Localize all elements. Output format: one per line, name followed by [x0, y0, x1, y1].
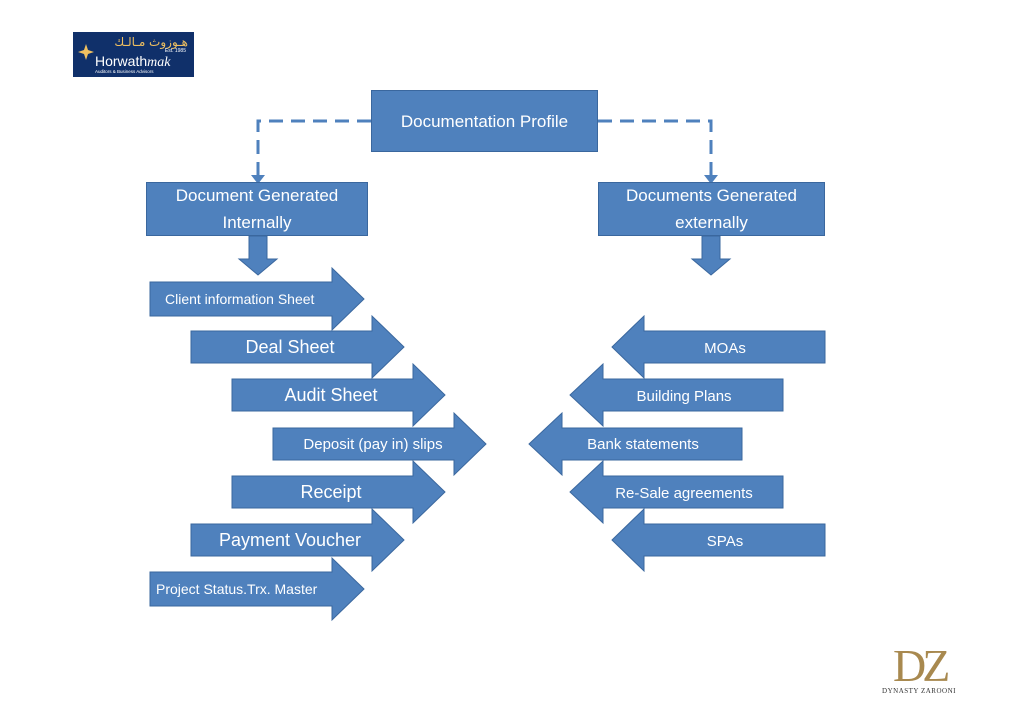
dz-wordmark: DYNASTY ZAROONI: [882, 687, 956, 695]
arrow-spas: [611, 507, 826, 573]
label-receipt: Receipt: [300, 482, 361, 502]
arrow-receipt: [231, 459, 446, 525]
arrow-bank-statements: [528, 411, 743, 477]
arrow-payment-voucher: [190, 507, 405, 573]
connector-arrowhead-external: [704, 175, 718, 184]
label-deal-sheet: Deal Sheet: [245, 337, 334, 357]
arrow-building-plans: [569, 362, 784, 428]
root-node-label: Documentation Profile: [400, 111, 569, 131]
arrow-deal-sheet: [190, 314, 405, 380]
logo-name: Horwathmak: [95, 53, 170, 71]
dz-monogram: DZ: [893, 640, 950, 691]
connector-root-to-internal: [256, 119, 371, 178]
internal-node-line2: Internally: [222, 213, 292, 232]
internal-node-line1: Document Generated: [175, 186, 339, 205]
label-building-plans: Building Plans: [636, 388, 731, 405]
logo-name-main: Horwath: [95, 53, 148, 69]
label-resale-agreements: Re-Sale agreements: [615, 485, 753, 502]
label-spas: SPAs: [707, 533, 743, 550]
arrow-resale-agreements: [569, 459, 784, 525]
label-payment-voucher: Payment Voucher: [219, 530, 361, 550]
star-icon: [78, 44, 94, 60]
connector-arrowhead-internal: [251, 175, 265, 184]
logo-subtitle: Auditors & Business Advisors: [95, 69, 154, 74]
external-documents-node: Documents Generated externally: [598, 182, 825, 236]
arrow-project-status: [149, 556, 365, 622]
logo-name-suffix: mak: [147, 55, 171, 70]
external-node-line1: Documents Generated: [625, 186, 798, 205]
external-node-line2: externally: [675, 213, 748, 232]
arrow-audit-sheet: [231, 362, 446, 428]
arrow-client-information-sheet: [149, 266, 365, 332]
arrow-moas: [611, 314, 826, 380]
label-project-status: Project Status.Trx. Master: [156, 581, 318, 597]
connector-root-to-external: [598, 119, 713, 178]
arrow-deposit-slips: [272, 411, 487, 477]
dynasty-zarooni-logo: DZ DYNASTY ZAROONI: [866, 642, 962, 700]
down-arrow-external: [690, 235, 732, 276]
label-bank-statements: Bank statements: [587, 436, 699, 453]
label-moas: MOAs: [704, 340, 746, 357]
label-audit-sheet: Audit Sheet: [284, 385, 377, 405]
root-node-documentation-profile: Documentation Profile: [371, 90, 598, 152]
external-arrows: [528, 314, 826, 573]
internal-arrows: [149, 266, 487, 622]
internal-documents-node: Document Generated Internally: [146, 182, 368, 236]
label-client-information-sheet: Client information Sheet: [165, 291, 315, 307]
logo-arabic-text: هـوزوث مـالـك: [114, 35, 188, 49]
label-deposit-slips: Deposit (pay in) slips: [303, 436, 442, 453]
down-arrow-internal: [237, 235, 279, 276]
horwath-mak-logo: هـوزوث مـالـك Est. 1985 Horwathmak Audit…: [73, 32, 194, 77]
logo-est-text: Est. 1985: [164, 48, 186, 54]
